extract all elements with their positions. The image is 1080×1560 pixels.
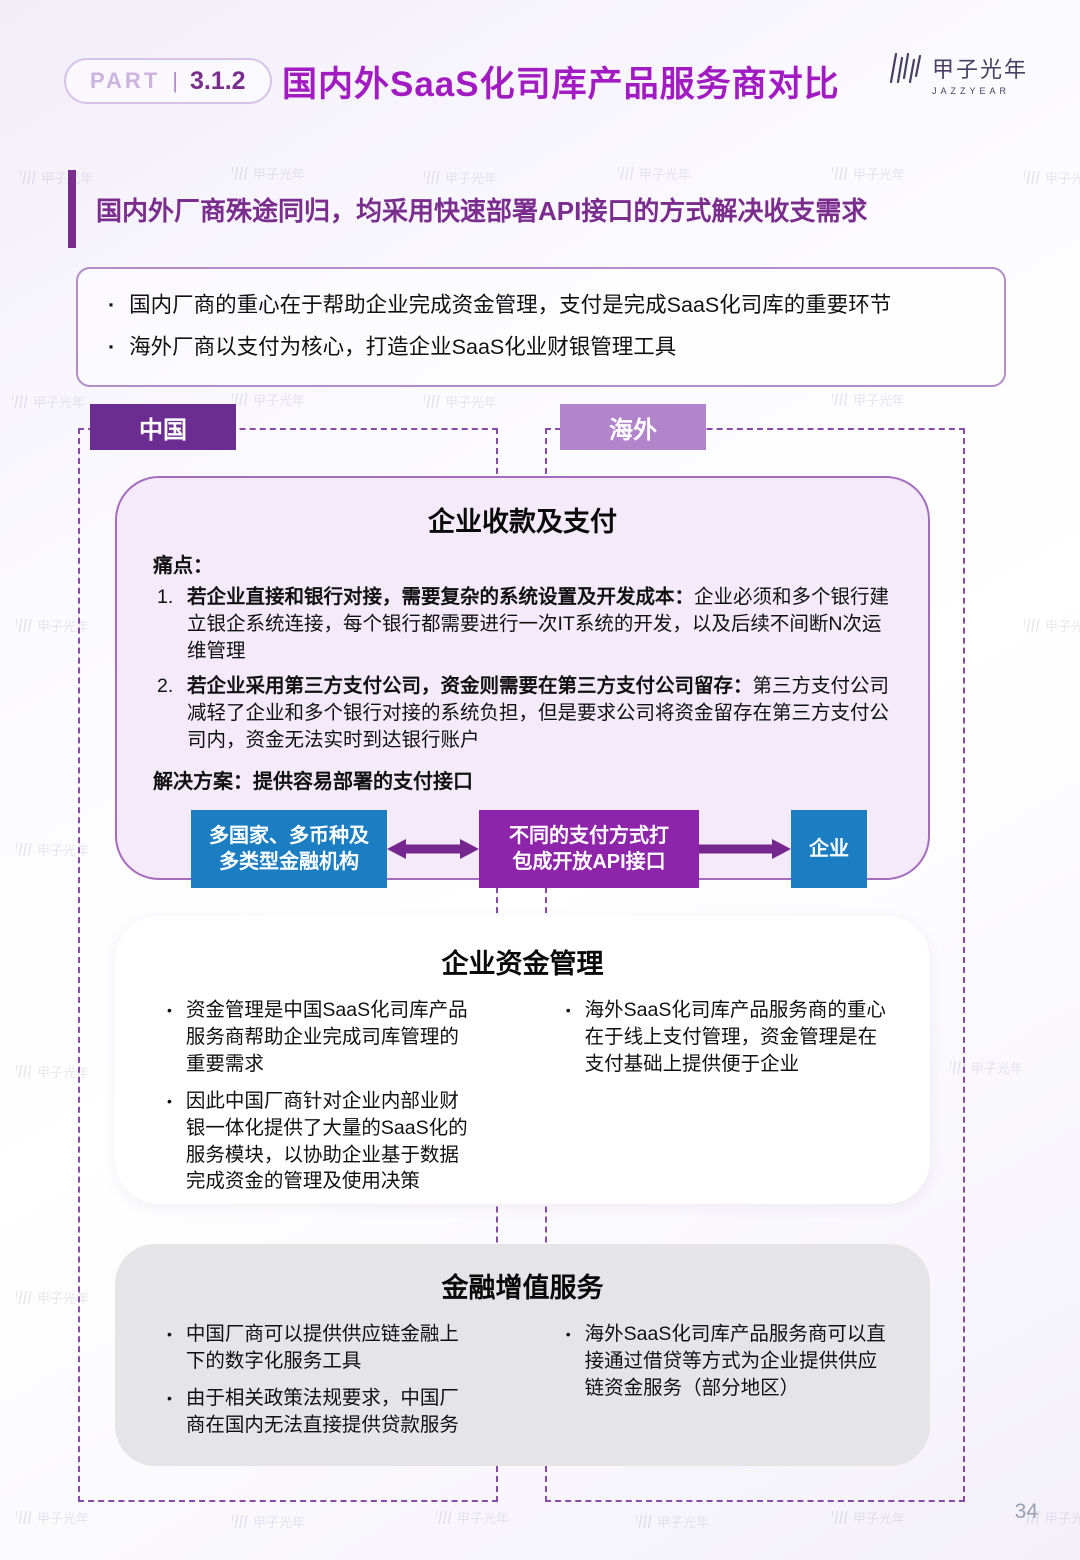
card-payments-title: 企业收款及支付 [428, 507, 617, 537]
pain-item-body: 企业必须和多个银行建立银企系统连接，每个银行都需要进行一次IT系统的开发，以及后… [187, 586, 890, 662]
card-value-added-services-title: 金融增值服务 [441, 1273, 604, 1303]
section-accent-bar [68, 170, 76, 248]
pain-item-text: 若企业采用第三方支付公司，资金则需要在第三方支付公司留存：第三方支付公司减轻了企… [187, 673, 892, 754]
china-column-label: 中国 [90, 404, 236, 450]
card-value-added-services: 金融增值服务 中国厂商可以提供供应链金融上下的数字化服务工具 由于相关政策法规要… [115, 1244, 930, 1466]
overseas-column-content: 海外SaaS化司库产品服务商可以直接通过借贷等方式为企业提供供应链资金服务（部分… [566, 1321, 890, 1449]
watermark: 甲子光年 [232, 390, 305, 409]
bullet: 由于相关政策法规要求，中国厂商在国内无法直接提供贷款服务 [167, 1385, 478, 1439]
watermark: 甲子光年 [16, 840, 89, 859]
summary-bullet: 国内厂商的重心在于帮助企业完成资金管理，支付是完成SaaS化司库的重要环节 [108, 291, 974, 320]
solution-label: 解决方案： [153, 771, 253, 794]
section-heading: 国内外厂商殊途同归，均采用快速部署API接口的方式解决收支需求 [68, 170, 867, 248]
pain-item-body: 第三方支付公司减轻了企业和多个银行对接的系统负担，但是要求公司将资金留存在第三方… [187, 674, 890, 751]
pain-item-lead: 若企业直接和银行对接，需要复杂的系统设置及开发成本： [187, 586, 695, 608]
brand-logo: 甲子光年 JAZZYEAR [888, 52, 1028, 96]
china-column-content: 中国厂商可以提供供应链金融上下的数字化服务工具 由于相关政策法规要求，中国厂商在… [167, 1321, 478, 1449]
card-fund-management-columns: 资金管理是中国SaaS化司库产品服务商帮助企业完成司库管理的重要需求 因此中国厂… [155, 997, 890, 1205]
double-arrow-icon [387, 836, 479, 862]
bullet: 海外SaaS化司库产品服务商可以直接通过借贷等方式为企业提供供应链资金服务（部分… [566, 1321, 890, 1402]
right-arrow-icon [699, 836, 791, 862]
watermark: 甲子光年 [950, 1058, 1023, 1077]
watermark: 甲子光年 [232, 1512, 305, 1531]
watermark: 甲子光年 [832, 1508, 905, 1527]
brand-logo-text: 甲子光年 JAZZYEAR [932, 52, 1028, 96]
bullet: 中国厂商可以提供供应链金融上下的数字化服务工具 [167, 1321, 478, 1375]
overseas-column-content: 海外SaaS化司库产品服务商的重心在于线上支付管理，资金管理是在支付基础上提供便… [566, 997, 890, 1205]
watermark: 甲子光年 [20, 168, 93, 187]
watermark: 甲子光年 [618, 164, 691, 183]
flow-box-enterprise: 企业 [791, 810, 867, 889]
watermark: 甲子光年 [832, 390, 905, 409]
pain-item-lead: 若企业采用第三方支付公司，资金则需要在第三方支付公司留存： [187, 674, 753, 697]
part-separator: | [172, 68, 178, 93]
watermark: 甲子光年 [636, 1512, 709, 1531]
payment-flow-diagram: 多国家、多币种及 多类型金融机构 不同的支付方式打 包成开放API接口 企业 [191, 810, 867, 889]
pain-item-text: 若企业直接和银行对接，需要复杂的系统设置及开发成本：企业必须和多个银行建立银企系… [187, 584, 892, 665]
watermark: 甲子光年 [424, 392, 497, 411]
china-column-content: 资金管理是中国SaaS化司库产品服务商帮助企业完成司库管理的重要需求 因此中国厂… [167, 997, 478, 1205]
summary-bullet: 海外厂商以支付为核心，打造企业SaaS化业财银管理工具 [108, 333, 974, 362]
pain-item-number: 2. [157, 674, 174, 697]
watermark: 甲子光年 [16, 1288, 89, 1307]
brand-name: 甲子光年 [931, 57, 1028, 82]
section-heading-text: 国内外厂商殊途同归，均采用快速部署API接口的方式解决收支需求 [96, 195, 868, 226]
part-badge: PART | 3.1.2 [64, 58, 272, 104]
flow-box-financial-institutions: 多国家、多币种及 多类型金融机构 [191, 810, 387, 889]
card-fund-management-title: 企业资金管理 [441, 949, 604, 979]
watermark: 甲子光年 [1024, 1508, 1080, 1527]
summary-box: 国内厂商的重心在于帮助企业完成资金管理，支付是完成SaaS化司库的重要环节 海外… [76, 267, 1006, 387]
pain-item-2: 2. 若企业采用第三方支付公司，资金则需要在第三方支付公司留存：第三方支付公司减… [153, 673, 892, 754]
page-title: 国内外SaaS化司库产品服务商对比 [282, 65, 840, 104]
part-number: 3.1.2 [189, 66, 246, 95]
flow-box-api: 不同的支付方式打 包成开放API接口 [479, 810, 699, 889]
watermark: 甲子光年 [16, 616, 89, 635]
card-fund-management: 企业资金管理 资金管理是中国SaaS化司库产品服务商帮助企业完成司库管理的重要需… [115, 916, 930, 1204]
watermark: 甲子光年 [16, 1508, 89, 1527]
watermark: 甲子光年 [424, 168, 497, 187]
pain-item-1: 1. 若企业直接和银行对接，需要复杂的系统设置及开发成本：企业必须和多个银行建立… [153, 584, 892, 665]
overseas-column-label: 海外 [560, 404, 706, 450]
brand-subtitle: JAZZYEAR [931, 86, 1010, 96]
page-number: 34 [1014, 1500, 1038, 1523]
watermark: 甲子光年 [232, 164, 305, 183]
brand-logo-icon [888, 52, 924, 89]
bullet: 海外SaaS化司库产品服务商的重心在于线上支付管理，资金管理是在支付基础上提供便… [566, 997, 890, 1078]
pain-item-number: 1. [157, 586, 174, 608]
part-label: PART [90, 68, 161, 93]
watermark: 甲子光年 [1024, 168, 1080, 187]
watermark: 甲子光年 [16, 1062, 89, 1081]
watermark: 甲子光年 [1024, 616, 1080, 635]
watermark: 甲子光年 [436, 1508, 509, 1527]
watermark: 甲子光年 [832, 164, 905, 183]
card-payments: 企业收款及支付 痛点： 1. 若企业直接和银行对接，需要复杂的系统设置及开发成本… [115, 476, 930, 889]
solution-text: 提供容易部署的支付接口 [253, 771, 473, 794]
watermark: 甲子光年 [12, 392, 85, 411]
card-value-added-services-columns: 中国厂商可以提供供应链金融上下的数字化服务工具 由于相关政策法规要求，中国厂商在… [155, 1321, 890, 1449]
bullet: 资金管理是中国SaaS化司库产品服务商帮助企业完成司库管理的重要需求 [167, 997, 478, 1078]
pain-points-label: 痛点： [153, 555, 213, 577]
bullet: 因此中国厂商针对企业内部业财银一体化提供了大量的SaaS化的服务模块，以协助企业… [167, 1088, 478, 1196]
solution-line: 解决方案：提供容易部署的支付接口 [153, 765, 892, 794]
